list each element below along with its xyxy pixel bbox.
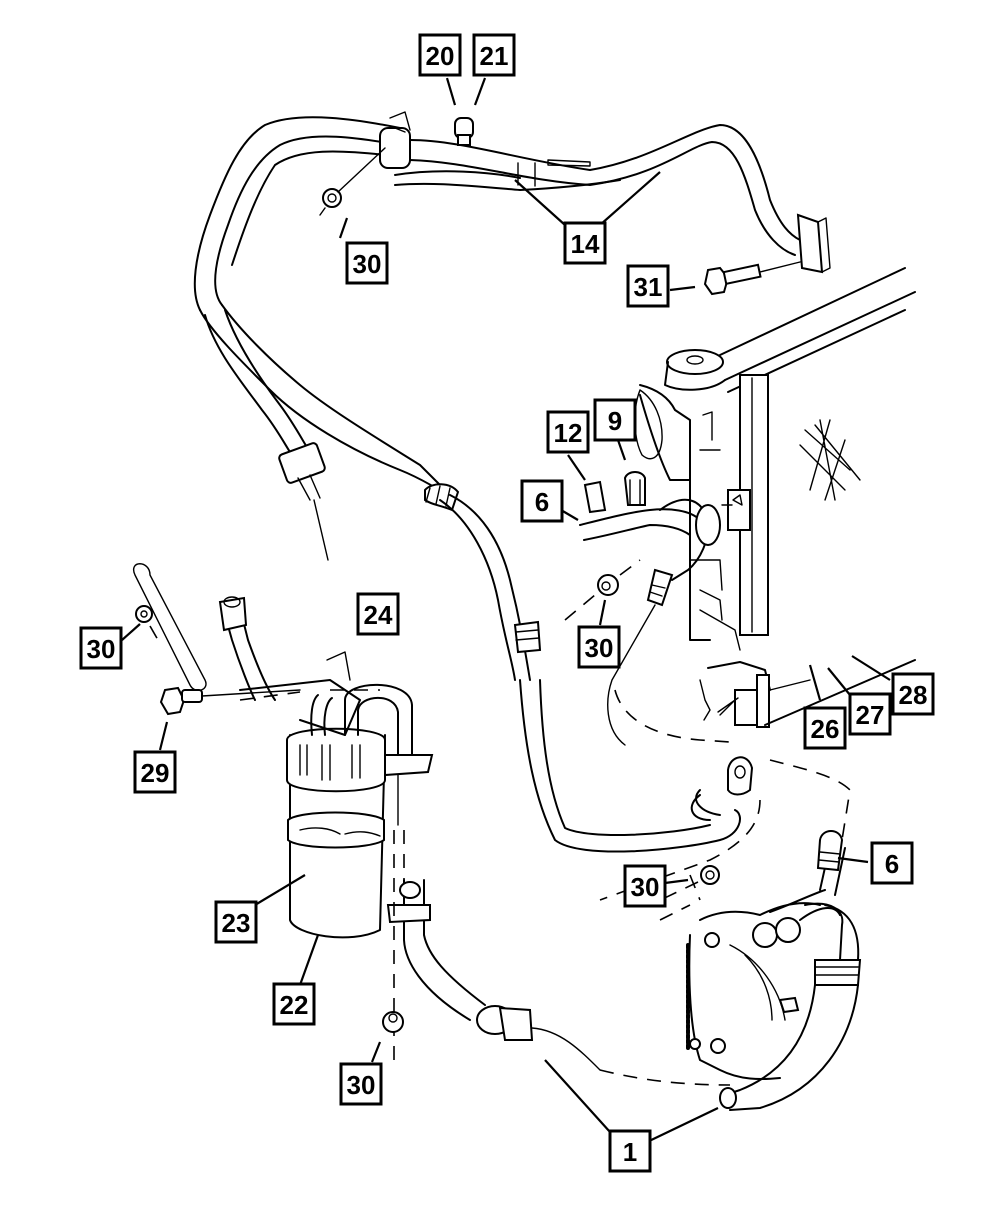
callout-label: 12 bbox=[554, 418, 583, 448]
cap-12-glyph bbox=[583, 480, 607, 514]
callout-26[interactable]: 26 bbox=[803, 706, 847, 750]
callout-12[interactable]: 12 bbox=[546, 410, 590, 454]
callout-label: 1 bbox=[623, 1137, 637, 1167]
clip bbox=[278, 442, 326, 484]
callout-23[interactable]: 23 bbox=[214, 900, 258, 944]
callout-14[interactable]: 14 bbox=[563, 221, 607, 265]
receiver-drier[interactable] bbox=[286, 683, 434, 1060]
callout-label: 6 bbox=[885, 849, 899, 879]
switch-9-glyph bbox=[623, 471, 646, 506]
callout-label: 24 bbox=[364, 600, 393, 630]
callout-label: 14 bbox=[571, 229, 600, 259]
nut-30-lower-right[interactable] bbox=[649, 865, 720, 906]
nut-30-top[interactable] bbox=[319, 147, 386, 216]
line-assembly-14[interactable] bbox=[193, 111, 831, 681]
callout-label: 29 bbox=[141, 758, 170, 788]
leader-lines bbox=[121, 77, 891, 1144]
callout-30-top[interactable]: 30 bbox=[345, 241, 389, 285]
callout-label: 22 bbox=[280, 990, 309, 1020]
routing-path-b bbox=[769, 759, 851, 841]
callout-6-upper[interactable]: 6 bbox=[520, 479, 564, 523]
nut-30-bottom[interactable] bbox=[382, 1011, 404, 1033]
routing-path-a bbox=[614, 689, 731, 743]
routing-path-c bbox=[599, 799, 761, 901]
callout-label: 30 bbox=[585, 633, 614, 663]
callout-9[interactable]: 9 bbox=[593, 398, 637, 442]
callout-21[interactable]: 21 bbox=[472, 33, 516, 77]
compressor[interactable] bbox=[686, 830, 862, 1111]
callout-20[interactable]: 20 bbox=[418, 33, 462, 77]
bolt-29[interactable] bbox=[159, 686, 301, 716]
callout-label: 30 bbox=[631, 872, 660, 902]
callout-30-bottom[interactable]: 30 bbox=[339, 1062, 383, 1106]
callout-label: 31 bbox=[634, 272, 663, 302]
callout-6-lower[interactable]: 6 bbox=[870, 841, 914, 885]
callout-label: 6 bbox=[535, 487, 549, 517]
callout-1[interactable]: 1 bbox=[608, 1129, 652, 1173]
callout-30-left[interactable]: 30 bbox=[79, 626, 123, 670]
callout-22[interactable]: 22 bbox=[272, 982, 316, 1026]
condenser[interactable] bbox=[634, 267, 916, 728]
block-fitting bbox=[796, 213, 824, 274]
callout-label: 30 bbox=[87, 634, 116, 664]
bolt-31[interactable] bbox=[703, 261, 801, 296]
bracket-24[interactable] bbox=[132, 563, 380, 736]
callout-label: 30 bbox=[353, 249, 382, 279]
callout-28[interactable]: 28 bbox=[891, 672, 935, 716]
callout-29[interactable]: 29 bbox=[133, 750, 177, 794]
nut-30-middle[interactable] bbox=[564, 559, 641, 621]
callout-label: 26 bbox=[811, 714, 840, 744]
routing-path-d bbox=[659, 874, 701, 921]
callout-27[interactable]: 27 bbox=[848, 692, 892, 736]
callout-label: 9 bbox=[608, 406, 622, 436]
callout-label: 20 bbox=[426, 41, 455, 71]
callout-label: 27 bbox=[856, 700, 885, 730]
discharge-line-1[interactable] bbox=[386, 879, 731, 1086]
callout-label: 23 bbox=[222, 908, 251, 938]
lower-condenser-fitting[interactable] bbox=[513, 620, 754, 853]
callout-24[interactable]: 24 bbox=[356, 592, 400, 636]
callout-label: 30 bbox=[347, 1070, 376, 1100]
callout-31[interactable]: 31 bbox=[626, 264, 670, 308]
callout-label: 28 bbox=[899, 680, 928, 710]
callout-30-middle[interactable]: 30 bbox=[577, 625, 621, 669]
callout-30-lower-right[interactable]: 30 bbox=[623, 864, 667, 908]
liquid-line-6-upper[interactable] bbox=[579, 471, 721, 746]
nut-30-left[interactable] bbox=[135, 605, 159, 641]
callout-label: 21 bbox=[480, 41, 509, 71]
